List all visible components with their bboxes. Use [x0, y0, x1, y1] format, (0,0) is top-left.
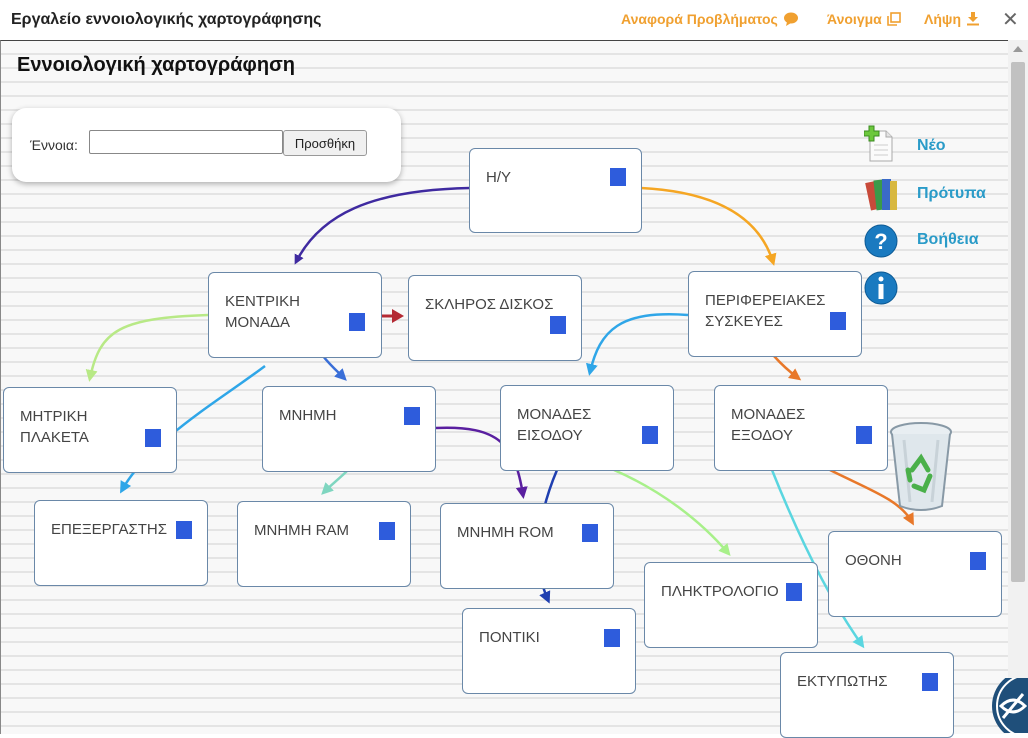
help-link[interactable]: Βοήθεια — [917, 231, 979, 248]
link-central-memory — [322, 355, 347, 381]
question-icon[interactable]: ? — [864, 222, 898, 265]
add-concept-panel: Έννοια: Προσθήκη — [12, 108, 401, 182]
download-label: Λήψη — [924, 11, 961, 27]
new-map-link[interactable]: Νέο — [917, 137, 946, 154]
title-bar: Εργαλείο εννοιολογικής χαρτογράφησης Ανα… — [0, 0, 1028, 40]
concept-node-input-units[interactable]: ΜΟΝΑΔΕΣ ΕΙΣΟΔΟΥ — [500, 385, 674, 471]
concept-node-label: ΠΟΝΤΙΚΙ — [479, 629, 540, 646]
node-handle[interactable] — [176, 521, 192, 539]
concept-node-label: ΜΟΝΑΔΕΣ ΕΞΟΔΟΥ — [731, 406, 806, 444]
node-handle[interactable] — [786, 583, 802, 601]
concept-node-label: ΕΚΤΥΠΩΤΗΣ — [797, 673, 888, 690]
concept-node-hard-disk[interactable]: ΣΚΛΗΡΟΣ ΔΙΣΚΟΣ — [408, 275, 582, 361]
concept-node-label: ΚΕΝΤΡΙΚΗ ΜΟΝΑΔΑ — [225, 293, 301, 331]
open-link[interactable]: Άνοιγμα — [827, 11, 901, 29]
close-button[interactable]: ✕ — [1002, 9, 1019, 31]
concept-node-motherboard[interactable]: ΜΗΤΡΙΚΗ ΠΛΑΚΕΤΑ — [3, 387, 177, 473]
concept-node-label: ΜΝΗΜΗ ROM — [457, 524, 554, 541]
node-handle[interactable] — [379, 522, 395, 540]
report-problem-link[interactable]: Αναφορά Προβλήματος — [621, 11, 799, 29]
map-title: Εννοιολογική χαρτογράφηση — [17, 54, 295, 76]
concept-node-label: ΕΠΕΞΕΡΓΑΣΤΗΣ — [51, 521, 168, 538]
books-icon[interactable] — [864, 174, 900, 219]
link-memory-ram — [321, 469, 349, 495]
node-handle[interactable] — [856, 426, 872, 444]
link-output-screen — [829, 468, 914, 526]
open-label: Άνοιγμα — [827, 11, 882, 27]
new-document-icon[interactable] — [863, 125, 896, 168]
download-link[interactable]: Λήψη — [924, 11, 980, 29]
download-icon — [966, 11, 980, 29]
node-handle[interactable] — [922, 673, 938, 691]
concept-node-printer[interactable]: ΕΚΤΥΠΩΤΗΣ — [780, 652, 954, 738]
node-handle[interactable] — [550, 316, 566, 334]
hidden-eye-icon[interactable] — [991, 670, 1028, 738]
recycle-bin-icon[interactable] — [888, 420, 954, 519]
add-concept-button[interactable]: Προσθήκη — [283, 130, 367, 156]
svg-text:?: ? — [874, 229, 887, 254]
open-window-icon — [886, 12, 901, 29]
concept-input[interactable] — [89, 130, 283, 154]
link-central-motherboard — [85, 313, 209, 382]
vertical-scrollbar[interactable] — [1008, 40, 1028, 733]
node-handle[interactable] — [830, 312, 846, 330]
concept-node-label: ΜΝΗΜΗ RAM — [254, 522, 349, 539]
info-icon[interactable] — [864, 268, 898, 313]
concept-node-label: ΠΛΗΚΤΡΟΛΟΓΙΟ — [661, 583, 779, 600]
concept-node-keyboard[interactable]: ΠΛΗΚΤΡΟΛΟΓΙΟ — [644, 562, 818, 648]
link-hy-central — [294, 186, 471, 265]
concept-node-label: ΜΗΤΡΙΚΗ ΠΛΑΚΕΤΑ — [20, 408, 89, 446]
report-problem-label: Αναφορά Προβλήματος — [621, 11, 778, 27]
templates-link[interactable]: Πρότυπα — [917, 185, 986, 202]
node-handle[interactable] — [145, 429, 161, 447]
node-handle[interactable] — [349, 313, 365, 331]
link-hy-peripherals — [640, 186, 777, 266]
concept-node-processor[interactable]: ΕΠΕΞΕΡΓΑΣΤΗΣ — [34, 500, 208, 586]
concept-node-label: ΣΚΛΗΡΟΣ ΔΙΣΚΟΣ — [425, 296, 554, 313]
concept-label: Έννοια: — [30, 137, 78, 153]
link-input-keyboard — [613, 468, 731, 557]
concept-node-screen[interactable]: ΟΘΟΝΗ — [828, 531, 1002, 617]
chat-bubble-icon — [783, 12, 799, 29]
node-handle[interactable] — [642, 426, 658, 444]
scroll-thumb[interactable] — [1011, 62, 1025, 582]
link-peripherals-input — [586, 313, 689, 376]
node-handle[interactable] — [582, 524, 598, 542]
concept-node-label: ΜΝΗΜΗ — [279, 407, 337, 424]
concept-node-output-units[interactable]: ΜΟΝΑΔΕΣ ΕΞΟΔΟΥ — [714, 385, 888, 471]
concept-node-label: ΜΟΝΑΔΕΣ ΕΙΣΟΔΟΥ — [517, 406, 592, 444]
concept-links — [85, 186, 914, 649]
concept-node-label: Η/Υ — [486, 169, 512, 186]
concept-node-memory[interactable]: ΜΝΗΜΗ — [262, 386, 436, 472]
concept-node-label: ΠΕΡΙΦΕΡΕΙΑΚΕΣ ΣΥΣΚΕΥΕΣ — [705, 292, 826, 330]
node-handle[interactable] — [610, 168, 626, 186]
concept-node-ram[interactable]: ΜΝΗΜΗ RAM — [237, 501, 411, 587]
concept-node-hy[interactable]: Η/Υ — [469, 148, 642, 233]
concept-node-mouse[interactable]: ΠΟΝΤΙΚΙ — [462, 608, 636, 694]
scroll-up-arrow[interactable] — [1013, 46, 1023, 52]
concept-node-rom[interactable]: ΜΝΗΜΗ ROM — [440, 503, 614, 589]
node-handle[interactable] — [404, 407, 420, 425]
node-handle[interactable] — [604, 629, 620, 647]
node-handle[interactable] — [970, 552, 986, 570]
concept-node-label: ΟΘΟΝΗ — [845, 552, 902, 569]
link-peripherals-output — [773, 355, 802, 381]
concept-node-peripherals[interactable]: ΠΕΡΙΦΕΡΕΙΑΚΕΣ ΣΥΣΚΕΥΕΣ — [688, 271, 862, 357]
app-title: Εργαλείο εννοιολογικής χαρτογράφησης — [11, 11, 322, 28]
concept-node-central-unit[interactable]: ΚΕΝΤΡΙΚΗ ΜΟΝΑΔΑ — [208, 272, 382, 358]
